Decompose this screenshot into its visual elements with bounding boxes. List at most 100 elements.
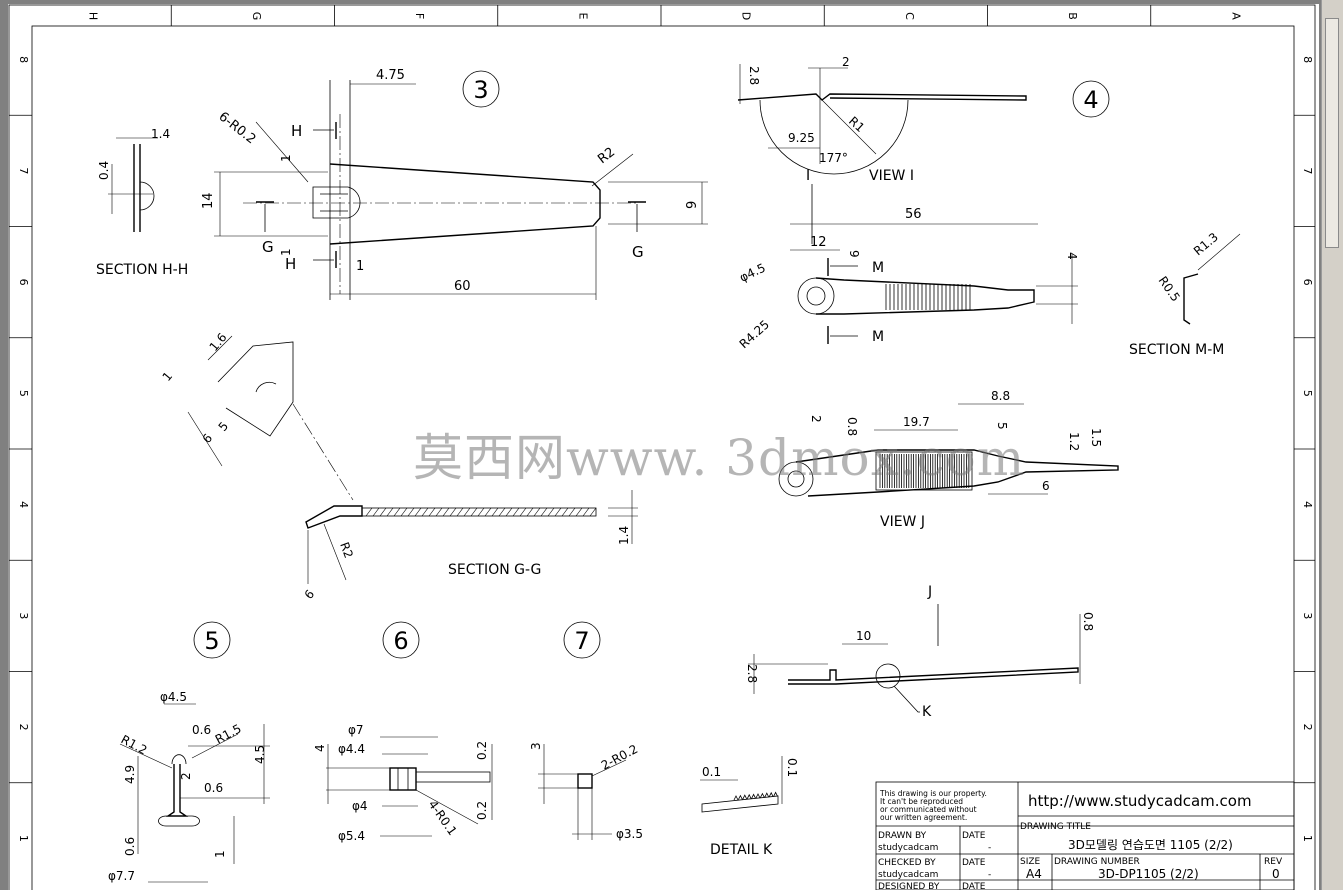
dim-text: 2	[809, 415, 823, 423]
dim-text: R1	[846, 114, 867, 135]
view-j: 8.8 2 0.8 19.7 5 1.2 1.5 6 VIEW J	[778, 389, 1119, 530]
date-label: DATE	[962, 858, 986, 868]
notice-line: or communicated without	[880, 805, 977, 814]
rivet-head	[158, 815, 200, 827]
zone-label-right: 4	[1301, 501, 1314, 508]
zone-label-left: 7	[17, 167, 30, 174]
dim-text: 1	[356, 259, 364, 274]
leader	[591, 153, 634, 187]
detail-teeth	[733, 791, 778, 801]
hatch-line	[463, 507, 471, 517]
tooth	[738, 794, 743, 800]
view-3: 3 H H G	[201, 68, 708, 300]
dim-text: 0.6	[204, 781, 223, 795]
detail-leader	[893, 685, 920, 713]
dim-text: φ5.4	[338, 829, 365, 843]
hatch-line	[554, 507, 562, 517]
dim-text: φ3.5	[616, 827, 643, 841]
zone-label-left: 1	[17, 835, 30, 842]
part-profile	[737, 93, 1027, 101]
bushing-outline	[389, 767, 417, 791]
section-title: SECTION M-M	[1129, 342, 1224, 358]
hatch-line	[512, 507, 520, 517]
hatch-line	[540, 507, 548, 517]
cut-label: M	[872, 329, 884, 345]
view-number-circle	[462, 70, 500, 108]
dim-text: 177°	[819, 151, 848, 165]
notice-line: our written agreement.	[880, 813, 967, 822]
section-m-m: R1.3 R0.5 SECTION M-M	[1129, 230, 1241, 358]
zone-label-top: A	[1229, 12, 1242, 20]
part-outline	[795, 449, 1119, 497]
center-line	[292, 403, 354, 501]
watermark: 莫西网www. 3dmox.com	[413, 429, 1026, 487]
view-number-circle	[382, 621, 420, 659]
view-number: 5	[204, 627, 219, 655]
dim-text: 2-R0.2	[599, 742, 640, 773]
drawn-by: studycadcam	[878, 843, 938, 853]
cut-label: H	[285, 255, 296, 273]
tooth	[733, 795, 739, 801]
leader	[415, 789, 479, 825]
hatch-line	[498, 507, 506, 517]
view-4-top: 56 12 9 4 φ4.5 R4.25 M M	[737, 207, 1079, 351]
tooth	[764, 792, 770, 798]
detail-k: 0.1 0.1 DETAIL K	[700, 756, 799, 858]
title-block-frame	[875, 781, 1295, 890]
date-value: -	[988, 843, 991, 853]
dim-text: 1	[279, 248, 293, 256]
hatch-line	[372, 507, 380, 517]
tooth	[760, 792, 765, 798]
zone-label-top: E	[576, 13, 589, 20]
dim-text: φ7.7	[108, 869, 135, 883]
notice-line: It can't be reproduced	[880, 797, 963, 806]
dim-text: R0.5	[1156, 274, 1183, 304]
zone-label-right: 8	[1301, 56, 1314, 63]
hatch-line	[477, 507, 485, 517]
dim-text: 1.4	[617, 526, 631, 545]
dim-text: 1.2	[1067, 432, 1081, 451]
dim-text: 2	[179, 772, 193, 780]
eye-outline	[797, 277, 835, 315]
dim-text: φ4.5	[160, 690, 187, 704]
dim-text: 0.6	[123, 837, 137, 856]
view-i: 4 2.8 2 R1 9.25 177° VIEW I I	[737, 55, 1110, 244]
scrollbar-thumb[interactable]	[1325, 18, 1339, 248]
hatch-line	[547, 507, 555, 517]
leader	[821, 99, 877, 155]
section-strip	[361, 507, 597, 517]
hatch-line	[428, 507, 436, 517]
dim-text: φ4.5	[737, 261, 767, 285]
view-number-circle	[563, 621, 601, 659]
dim-text: 3	[529, 742, 543, 750]
dim-text: R1.2	[119, 732, 150, 757]
title-block: This drawing is our property. It can't b…	[875, 781, 1295, 890]
view-5: 5 φ4.5 0.6 R1.5 R1.2 4.5 4.9 2 0.6	[108, 621, 270, 883]
dim-text: 2.8	[747, 66, 761, 85]
dim-text: 6	[302, 587, 318, 602]
hatch-line	[386, 507, 394, 517]
designed-by-label: DESIGNED BY	[878, 882, 940, 890]
view-number: 3	[473, 76, 488, 104]
rev: 0	[1272, 867, 1280, 881]
vertical-scrollbar[interactable]	[1321, 0, 1343, 890]
hole	[806, 286, 826, 306]
dim-text: 5	[995, 422, 1009, 430]
dim-text: 4.5	[253, 745, 267, 764]
hatch-line	[519, 507, 527, 517]
dim-text: 1.5	[1089, 428, 1103, 447]
hatch-line	[484, 507, 492, 517]
drawing-title: 3D모델링 연습도면 1105 (2/2)	[1068, 838, 1233, 852]
dim-text: R1.5	[213, 721, 244, 746]
zone-label-left: 6	[17, 279, 30, 286]
dim-text: 12	[810, 235, 827, 250]
dim-text: 9	[685, 201, 700, 209]
zone-label-right: 1	[1301, 835, 1314, 842]
detail-strip	[701, 795, 779, 813]
tooth	[751, 793, 756, 799]
section-arc	[139, 181, 155, 211]
dim-text: 9.25	[788, 131, 815, 145]
dim-text: 0.2	[475, 801, 489, 820]
zone-label-left: 4	[17, 501, 30, 508]
